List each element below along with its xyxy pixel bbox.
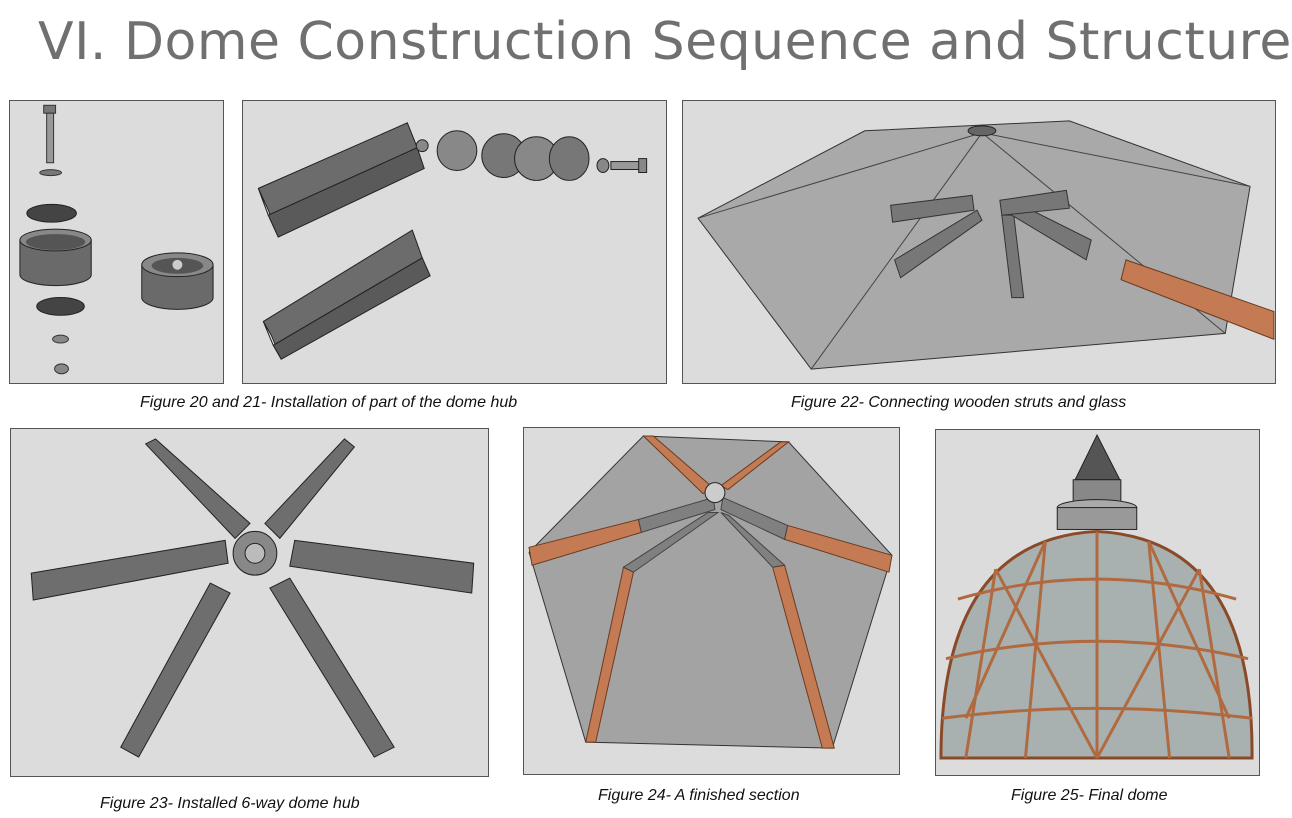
six-way-hub-illustration bbox=[30, 438, 475, 758]
finished-section-illustration bbox=[528, 435, 893, 749]
figure-21-image bbox=[242, 100, 667, 384]
caption-figure-22: Figure 22- Connecting wooden struts and … bbox=[791, 394, 1127, 411]
figure-24-image bbox=[523, 427, 900, 775]
caption-figure-20-21: Figure 20 and 21- Installation of part o… bbox=[140, 394, 518, 411]
slide-title: VI. Dome Construction Sequence and Struc… bbox=[38, 12, 1292, 72]
figure-22-image bbox=[682, 100, 1276, 384]
figure-23-image bbox=[10, 428, 489, 777]
glass-struts-illustration bbox=[697, 120, 1275, 370]
figure-25-image bbox=[935, 429, 1260, 776]
hub-parts-illustration bbox=[19, 104, 214, 375]
caption-figure-25: Figure 25- Final dome bbox=[1011, 787, 1168, 804]
final-dome-illustration bbox=[939, 433, 1254, 760]
caption-figure-23: Figure 23- Installed 6-way dome hub bbox=[100, 795, 360, 812]
struts-plates-illustration bbox=[257, 122, 648, 360]
figure-20-image bbox=[9, 100, 224, 384]
caption-figure-24: Figure 24- A finished section bbox=[598, 787, 800, 804]
